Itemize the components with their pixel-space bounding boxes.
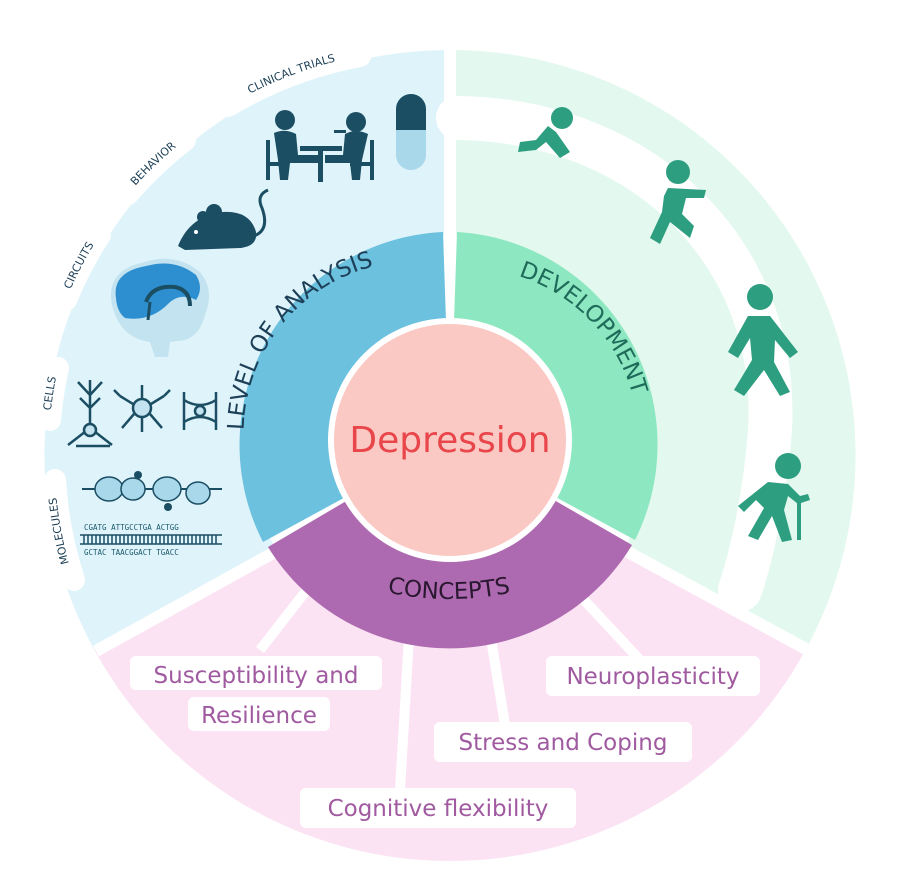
- elderly-person-cane-icon: [738, 453, 810, 542]
- dna-icon: CGATG ATTGCCTGA ACTGG GCTAC TAACGGACT TG…: [80, 471, 222, 557]
- concept-susceptibility-resilience: Susceptibility and Resilience: [130, 656, 382, 731]
- concept-neuroplasticity: Neuroplasticity: [546, 656, 760, 696]
- center-title: Depression: [349, 420, 550, 461]
- clinical-trial-icon: [266, 110, 374, 182]
- running-child-icon: [650, 160, 706, 244]
- concept-susceptibility-line2: Resilience: [201, 703, 317, 729]
- crawling-baby-icon: [518, 107, 573, 158]
- concept-cognitive-flexibility-label: Cognitive flexibility: [328, 796, 549, 822]
- dna-top-strand: CGATG ATTGCCTGA ACTGG: [84, 523, 179, 532]
- dna-bottom-strand: GCTAC TAACGGACT TGACC: [84, 548, 179, 557]
- concept-cognitive-flexibility: Cognitive flexibility: [300, 788, 576, 828]
- concept-stress-coping: Stress and Coping: [434, 722, 692, 762]
- neuron-icon: [67, 380, 218, 448]
- walking-adult-icon: [728, 284, 798, 396]
- center-circle[interactable]: [334, 324, 566, 556]
- mouse-icon: [178, 188, 269, 250]
- concept-stress-coping-label: Stress and Coping: [459, 730, 668, 756]
- concept-susceptibility-line1: Susceptibility and: [154, 663, 359, 689]
- pill-icon: [396, 94, 426, 170]
- concept-neuroplasticity-label: Neuroplasticity: [566, 664, 739, 690]
- level-labels: CLINICAL TRIALS BEHAVIOR CIRCUITS CELLS …: [39, 45, 371, 591]
- inner-ring: Depression: [239, 232, 658, 649]
- level-label-cells: CELLS: [41, 375, 59, 411]
- brain-icon: [110, 258, 209, 357]
